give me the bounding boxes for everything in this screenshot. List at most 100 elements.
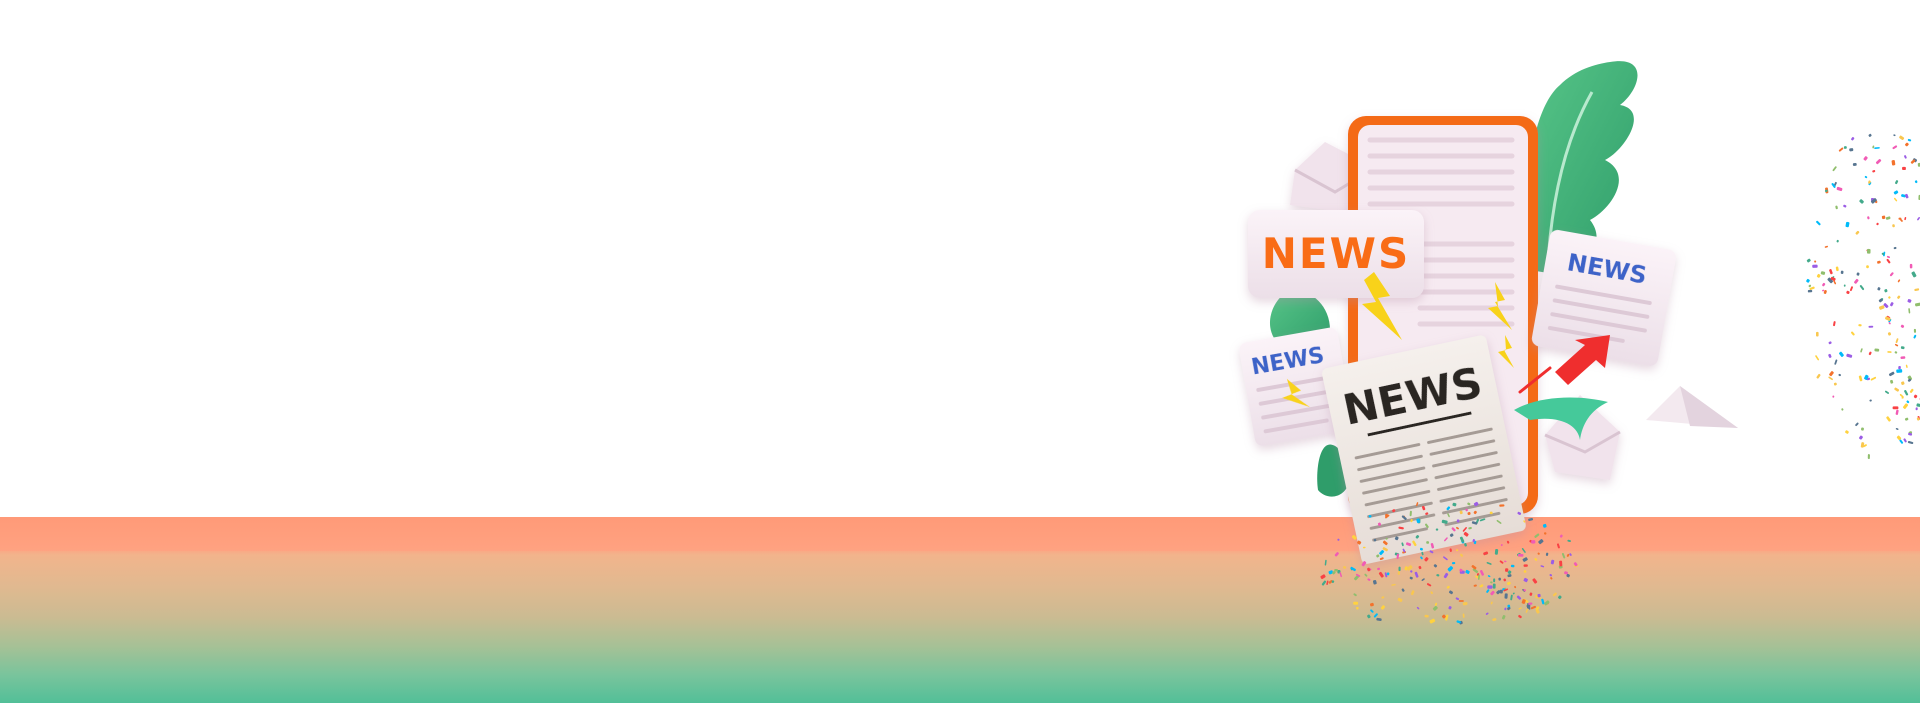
confetti-piece xyxy=(1492,618,1497,622)
confetti-piece xyxy=(1451,527,1456,532)
confetti-piece xyxy=(1534,533,1540,538)
confetti-piece xyxy=(1379,557,1384,561)
confetti-piece xyxy=(1828,341,1832,345)
confetti-piece xyxy=(1870,198,1877,204)
confetti-piece xyxy=(1501,615,1506,620)
confetti-piece xyxy=(1516,595,1522,600)
confetti-piece xyxy=(1569,553,1572,556)
confetti-piece xyxy=(1824,189,1828,193)
confetti-piece xyxy=(1867,454,1870,460)
confetti-piece xyxy=(1492,583,1496,589)
confetti-piece xyxy=(1525,608,1529,613)
confetti-piece xyxy=(1432,605,1438,611)
confetti-piece xyxy=(1479,570,1485,576)
confetti-piece xyxy=(1367,578,1371,581)
confetti-piece xyxy=(1361,561,1367,567)
confetti-piece xyxy=(1895,409,1899,415)
confetti-piece xyxy=(1868,180,1871,184)
confetti-piece xyxy=(1522,557,1528,562)
confetti-piece xyxy=(1822,282,1826,287)
confetti-piece xyxy=(1353,601,1359,605)
confetti-piece xyxy=(1479,518,1486,522)
confetti-piece xyxy=(1460,553,1464,557)
confetti-piece xyxy=(1893,246,1897,250)
confetti-piece xyxy=(1898,365,1901,370)
confetti-piece xyxy=(1866,265,1869,269)
confetti-piece xyxy=(1529,592,1533,596)
confetti-piece xyxy=(1878,298,1883,303)
confetti-piece xyxy=(1472,568,1479,574)
confetti-piece xyxy=(1412,540,1417,547)
confetti-piece xyxy=(1859,435,1863,440)
confetti-piece xyxy=(1444,537,1448,542)
confetti-piece xyxy=(1835,266,1839,272)
confetti-burst xyxy=(1806,133,1920,460)
confetti-piece xyxy=(1337,538,1340,541)
confetti-piece xyxy=(1537,593,1541,598)
confetti-piece xyxy=(1895,338,1899,344)
confetti-piece xyxy=(1566,553,1570,557)
confetti-piece xyxy=(1517,553,1524,557)
confetti-piece xyxy=(1812,264,1818,268)
confetti-piece xyxy=(1401,515,1407,520)
confetti-piece xyxy=(1391,583,1396,586)
confetti-piece xyxy=(1879,305,1885,310)
lightning-bolt-icon xyxy=(1362,272,1402,340)
confetti-piece xyxy=(1561,552,1566,559)
confetti-piece xyxy=(1532,578,1538,584)
confetti-piece xyxy=(1462,601,1468,606)
confetti-piece xyxy=(1894,387,1900,392)
confetti-piece xyxy=(1434,602,1438,606)
confetti-piece xyxy=(1868,351,1872,356)
confetti-piece xyxy=(1445,614,1449,621)
confetti-piece xyxy=(1867,216,1870,220)
confetti-piece xyxy=(1504,560,1507,563)
confetti-piece xyxy=(1843,284,1846,287)
confetti-piece xyxy=(1860,348,1863,353)
confetti-piece xyxy=(1816,220,1821,226)
confetti-piece xyxy=(1905,193,1909,199)
confetti-piece xyxy=(1815,355,1820,361)
confetti-piece xyxy=(1537,552,1540,555)
confetti-piece xyxy=(1421,551,1424,556)
confetti-piece xyxy=(1836,239,1839,243)
confetti-piece xyxy=(1368,514,1372,518)
confetti-piece xyxy=(1852,162,1857,166)
confetti-piece xyxy=(1899,439,1904,444)
confetti-piece xyxy=(1398,566,1401,572)
confetti-piece xyxy=(1332,570,1336,575)
confetti-piece xyxy=(1496,519,1502,524)
confetti-piece xyxy=(1381,596,1385,599)
confetti-piece xyxy=(1807,289,1813,293)
confetti-piece xyxy=(1490,590,1495,596)
news-card-main-label: NEWS xyxy=(1262,229,1410,278)
confetti-piece xyxy=(1838,147,1844,152)
confetti-piece xyxy=(1367,567,1371,572)
confetti-piece xyxy=(1401,542,1404,547)
confetti-piece xyxy=(1832,166,1837,172)
confetti-piece xyxy=(1851,137,1855,141)
confetti-piece xyxy=(1550,559,1555,565)
confetti-piece xyxy=(1895,180,1899,185)
confetti-piece xyxy=(1893,134,1896,137)
confetti-piece xyxy=(1429,618,1436,624)
confetti-piece xyxy=(1907,378,1912,382)
confetti-piece xyxy=(1877,260,1881,264)
confetti-piece xyxy=(1538,539,1544,545)
confetti-piece xyxy=(1473,501,1479,507)
confetti-piece xyxy=(1416,502,1419,507)
confetti-piece xyxy=(1473,584,1477,587)
confetti-piece xyxy=(1483,551,1489,556)
confetti-piece xyxy=(1467,512,1471,515)
confetti-piece xyxy=(1357,540,1362,545)
confetti-piece xyxy=(1499,589,1503,594)
confetti-piece xyxy=(1902,166,1906,171)
confetti-piece xyxy=(1354,575,1360,581)
confetti-piece xyxy=(1868,133,1872,137)
confetti-piece xyxy=(1903,438,1907,443)
news-card-right: NEWS xyxy=(1531,229,1676,366)
confetti-piece xyxy=(1523,564,1528,567)
confetti-piece xyxy=(1449,548,1452,552)
confetti-piece xyxy=(1456,549,1459,552)
confetti-piece xyxy=(1914,180,1918,184)
